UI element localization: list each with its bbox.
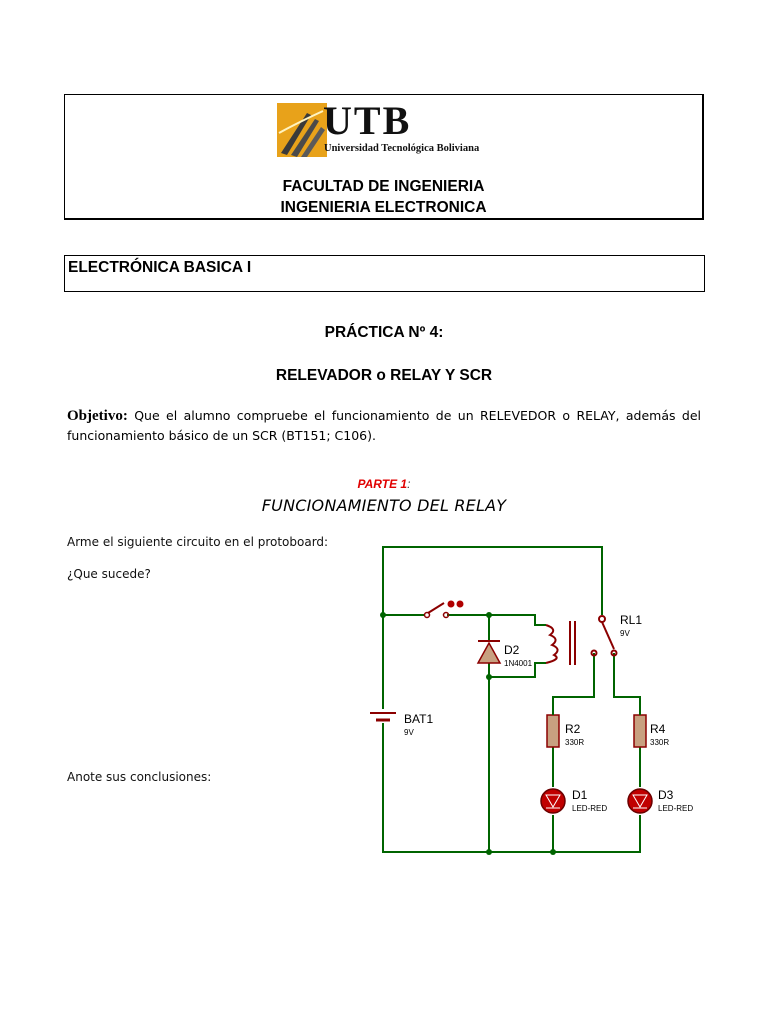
career-title: INGENIERIA ELECTRONICA: [280, 199, 487, 216]
header-box: UTB Universidad Tecnológica Boliviana FA…: [64, 94, 704, 220]
utb-logo: UTB Universidad Tecnológica Boliviana: [277, 98, 505, 157]
part-title: FUNCIONAMIENTO DEL RELAY: [261, 496, 507, 515]
led-d1-value: LED-RED: [572, 804, 607, 813]
junction-dots: [380, 612, 556, 855]
led-d1-name: D1: [572, 788, 588, 802]
relay-coil-symbol: [545, 621, 576, 665]
led-d1-symbol: [540, 788, 566, 814]
logo-acronym: UTB: [323, 98, 412, 143]
logo-university-name: Universidad Tecnológica Boliviana: [324, 143, 480, 154]
part-label: PARTE 1:: [0, 477, 768, 491]
question-text: ¿Que sucede?: [67, 567, 151, 581]
resistor-r4-value: 330R: [650, 738, 669, 747]
diode-d2-symbol: [476, 640, 502, 664]
practice-title: PRÁCTICA Nº 4:: [324, 324, 444, 341]
led-d3-name: D3: [658, 788, 674, 802]
relay-value: 9V: [620, 629, 630, 638]
resistor-r4-name: R4: [650, 722, 666, 736]
relay-name: RL1: [620, 613, 642, 627]
assemble-instruction: Arme el siguiente circuito en el protobo…: [67, 535, 329, 549]
battery-name: BAT1: [404, 712, 433, 726]
diode-d2-name: D2: [504, 643, 520, 657]
part-separator: :: [407, 477, 411, 491]
utb-emblem-icon: [277, 103, 327, 157]
battery-symbol: [370, 709, 396, 723]
objective-text: Que el alumno compruebe el funcionamient…: [67, 408, 701, 443]
conclusions-prompt: Anote sus conclusiones:: [67, 770, 212, 784]
objective-paragraph: Objetivo: Que el alumno compruebe el fun…: [67, 406, 701, 446]
battery-value: 9V: [404, 728, 414, 737]
resistor-r2-value: 330R: [565, 738, 584, 747]
resistor-r4-symbol: [633, 714, 647, 748]
resistor-r2-name: R2: [565, 722, 581, 736]
led-d3-value: LED-RED: [658, 804, 693, 813]
objective-label: Objetivo:: [67, 408, 128, 424]
faculty-title: FACULTAD DE INGENIERIA: [282, 178, 485, 195]
relay-circuit-diagram: BAT1 9V D2 1N4001 RL1 9V R2 330R R4 330R: [370, 546, 693, 855]
diode-d2-value: 1N4001: [504, 659, 533, 668]
led-d3-symbol: [627, 788, 653, 814]
course-box: ELECTRÓNICA BASICA I: [64, 255, 705, 292]
push-switch-symbol: [423, 600, 464, 619]
resistor-r2-symbol: [546, 714, 560, 748]
practice-subtitle: RELEVADOR o RELAY Y SCR: [275, 367, 493, 384]
course-name: ELECTRÓNICA BASICA I: [68, 259, 252, 276]
relay-contact-symbol: [590, 615, 618, 657]
part-number: PARTE 1: [357, 477, 408, 491]
